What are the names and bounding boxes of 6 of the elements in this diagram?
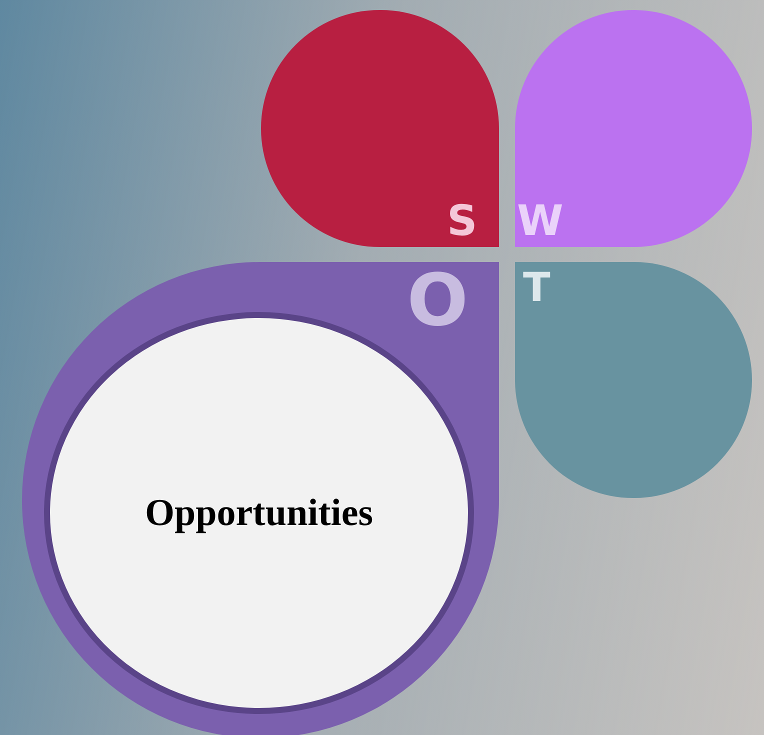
letter-label: W xyxy=(517,200,564,242)
letter-label: O xyxy=(407,264,468,336)
node-label: Opportunities xyxy=(144,491,374,535)
letter-label: S xyxy=(447,200,478,242)
petal-shape xyxy=(22,262,499,735)
letter-label: T xyxy=(523,268,550,308)
